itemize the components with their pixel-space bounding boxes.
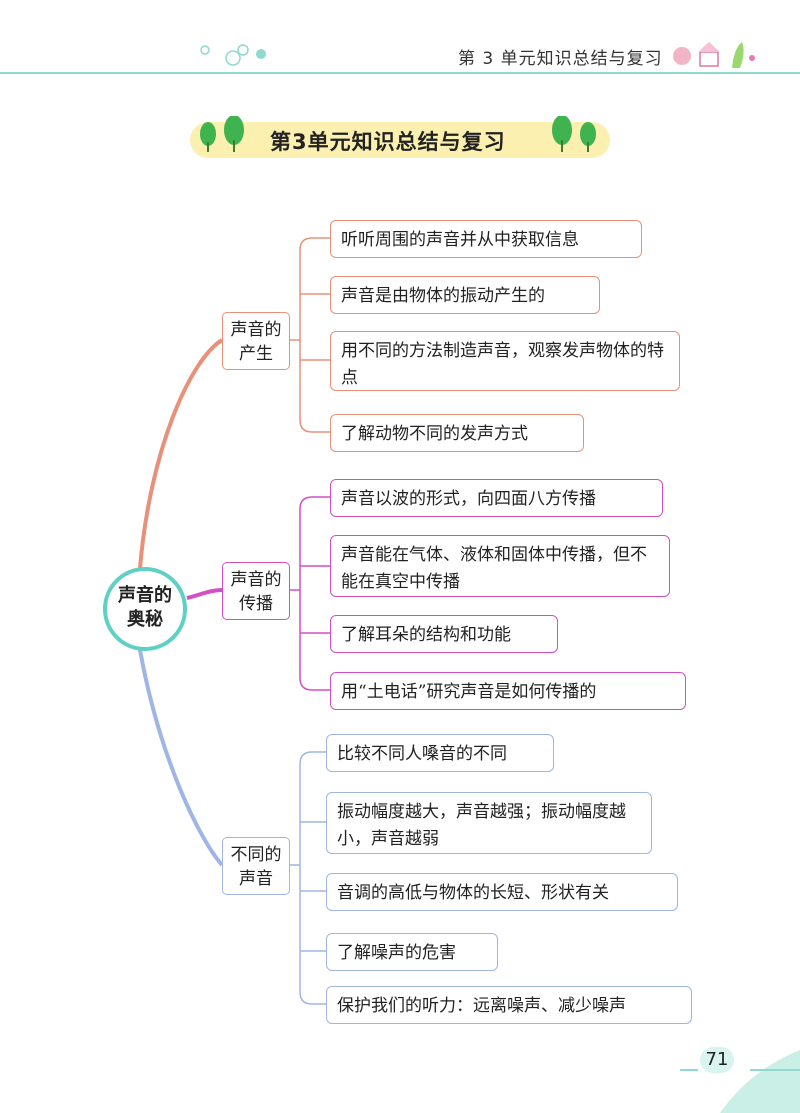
category-label-line2: 声音 bbox=[239, 869, 273, 889]
knowledge-item: 振动幅度越大，声音越强；振动幅度越小，声音越弱 bbox=[326, 792, 652, 854]
knowledge-item: 声音是由物体的振动产生的 bbox=[330, 276, 600, 314]
central-topic-node: 声音的 奥秘 bbox=[103, 567, 187, 651]
title-banner bbox=[190, 122, 610, 158]
tree-right-icon bbox=[552, 116, 596, 152]
knowledge-item: 音调的高低与物体的长短、形状有关 bbox=[326, 873, 678, 911]
knowledge-item: 保护我们的听力：远离噪声、减少噪声 bbox=[326, 986, 692, 1024]
knowledge-item: 声音以波的形式，向四面八方传播 bbox=[330, 479, 663, 517]
corner-wave-decoration-icon bbox=[680, 1050, 800, 1113]
category-label-line1: 声音的 bbox=[230, 320, 282, 340]
category-sound-production: 声音的 产生 bbox=[222, 312, 290, 370]
category-sound-propagation: 声音的 传播 bbox=[222, 562, 290, 620]
knowledge-item: 了解动物不同的发声方式 bbox=[330, 414, 584, 452]
knowledge-item: 了解耳朵的结构和功能 bbox=[330, 615, 558, 653]
knowledge-item: 听听周围的声音并从中获取信息 bbox=[330, 220, 642, 258]
header-divider bbox=[0, 72, 800, 74]
running-header: 第 3 单元知识总结与复习 bbox=[458, 49, 663, 69]
category-label-line1: 声音的 bbox=[230, 570, 282, 590]
knowledge-item: 声音能在气体、液体和固体中传播，但不能在真空中传播 bbox=[330, 535, 670, 597]
knowledge-item: 用不同的方法制造声音，观察发声物体的特点 bbox=[330, 331, 680, 391]
category-label-line1: 不同的 bbox=[230, 845, 282, 865]
bubbles-decoration-icon bbox=[200, 44, 266, 66]
category-different-sounds: 不同的 声音 bbox=[222, 837, 290, 895]
knowledge-item: 用“土电话”研究声音是如何传播的 bbox=[330, 672, 686, 710]
knowledge-item: 了解噪声的危害 bbox=[326, 933, 498, 971]
tree-left-icon bbox=[200, 116, 244, 152]
page-number: 71 bbox=[700, 1047, 734, 1073]
knowledge-item: 比较不同人嗓音的不同 bbox=[326, 734, 554, 772]
cartoon-decoration-icon bbox=[673, 42, 755, 68]
central-topic-line2: 奥秘 bbox=[127, 609, 163, 630]
page-title: 第3单元知识总结与复习 bbox=[270, 130, 506, 154]
category-label-line2: 产生 bbox=[239, 344, 273, 364]
central-topic-line1: 声音的 bbox=[118, 585, 172, 606]
category-label-line2: 传播 bbox=[239, 594, 273, 614]
